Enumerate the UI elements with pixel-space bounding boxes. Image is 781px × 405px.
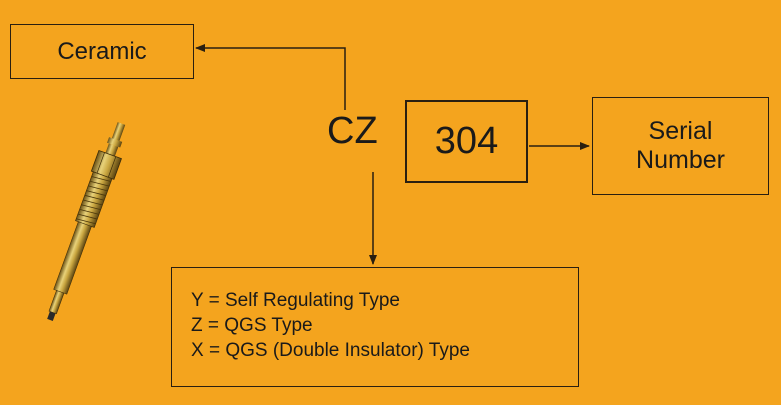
ceramic-box: Ceramic [10, 24, 194, 79]
serial-number-box: Serial Number [592, 97, 769, 195]
code-prefix: CZ [327, 110, 378, 152]
ceramic-connector [195, 44, 346, 110]
serial-code: 304 [434, 120, 499, 162]
type-z: Z = QGS Type [191, 315, 313, 336]
types-box: Y = Self Regulating Type Z = QGS Type X … [171, 267, 579, 387]
serial-code-box: 304 [405, 100, 528, 183]
ceramic-label: Ceramic [57, 37, 147, 65]
serial-label-line2: Number [636, 146, 725, 174]
type-y: Y = Self Regulating Type [191, 290, 400, 311]
serial-label-line1: Serial [648, 117, 713, 146]
type-x: X = QGS (Double Insulator) Type [191, 340, 470, 361]
